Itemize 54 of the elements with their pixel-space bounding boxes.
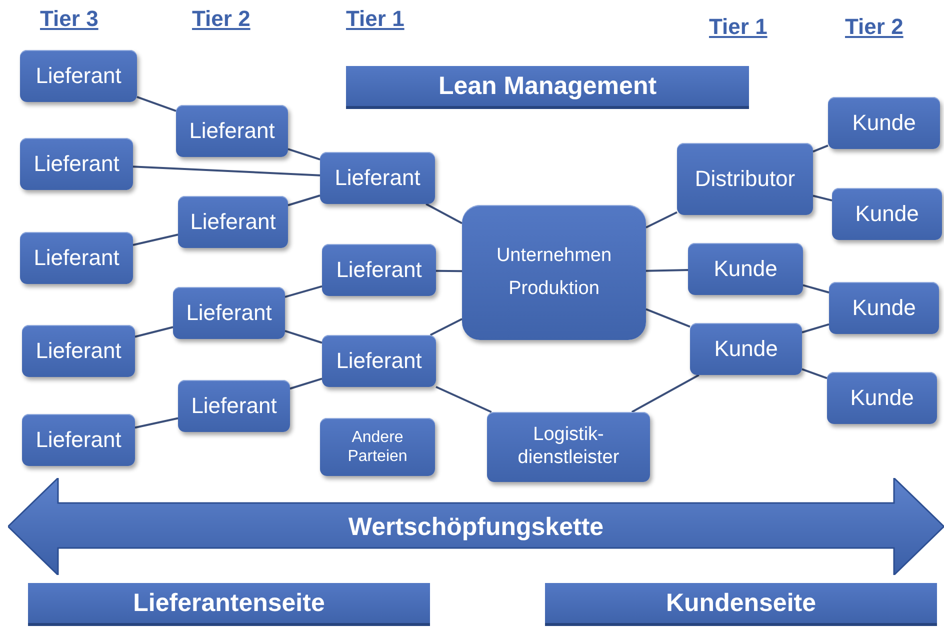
process-box: Lieferant	[22, 325, 135, 377]
connector-line	[436, 270, 462, 272]
process-box: Logistik- dienstleister	[487, 412, 650, 482]
process-box: Kunde	[690, 323, 802, 375]
connector-line	[802, 323, 830, 334]
connector-line	[284, 330, 322, 344]
connector-line	[290, 378, 322, 390]
process-box: Lieferant	[22, 414, 135, 466]
process-box: Lieferant	[20, 232, 133, 284]
process-box: Unternehmen Produktion	[462, 205, 646, 340]
process-box: Lieferant	[322, 335, 436, 387]
connector-line	[134, 417, 178, 429]
connector-line	[284, 285, 322, 298]
connector-line	[136, 96, 176, 112]
tier-label: Tier 1	[709, 14, 768, 40]
process-box: Lieferant	[322, 244, 436, 296]
process-box: Lieferant	[20, 138, 133, 190]
process-box: Distributor	[677, 143, 813, 215]
tier-label: Tier 2	[845, 14, 904, 40]
title-band: Kundenseite	[545, 583, 937, 623]
double-arrow-band: Wertschöpfungskette	[8, 478, 944, 575]
process-box: Lieferant	[20, 50, 137, 102]
process-box: Kunde	[828, 97, 940, 149]
connector-line	[436, 386, 492, 413]
title-band: Lieferantenseite	[28, 583, 430, 623]
connector-line	[132, 234, 178, 246]
process-box: Kunde	[827, 372, 937, 424]
process-box: Kunde	[832, 188, 942, 240]
connector-line	[430, 318, 462, 336]
connector-line	[802, 368, 828, 380]
connector-line	[631, 374, 700, 413]
connector-line	[288, 194, 320, 206]
connector-line	[802, 284, 830, 294]
process-box: Lieferant	[320, 152, 435, 204]
process-box: Kunde	[688, 243, 803, 295]
process-box: Lieferant	[178, 196, 288, 248]
connector-line	[288, 148, 320, 160]
process-box: Kunde	[829, 282, 939, 334]
connector-line	[132, 166, 320, 176]
connector-line	[812, 194, 832, 202]
tier-label: Tier 1	[346, 6, 404, 32]
process-box: Lieferant	[173, 287, 285, 339]
tier-label: Tier 3	[40, 6, 98, 32]
connector-line	[646, 308, 690, 328]
process-box: Lieferant	[176, 105, 288, 157]
connector-line	[646, 269, 688, 272]
connector-line	[134, 326, 174, 338]
connector-line	[426, 203, 462, 224]
connector-line	[812, 144, 828, 153]
tier-label: Tier 2	[192, 6, 250, 32]
process-box: Andere Parteien	[320, 418, 435, 476]
process-box: Lieferant	[178, 380, 290, 432]
connector-line	[646, 211, 678, 228]
title-band: Lean Management	[346, 66, 749, 106]
